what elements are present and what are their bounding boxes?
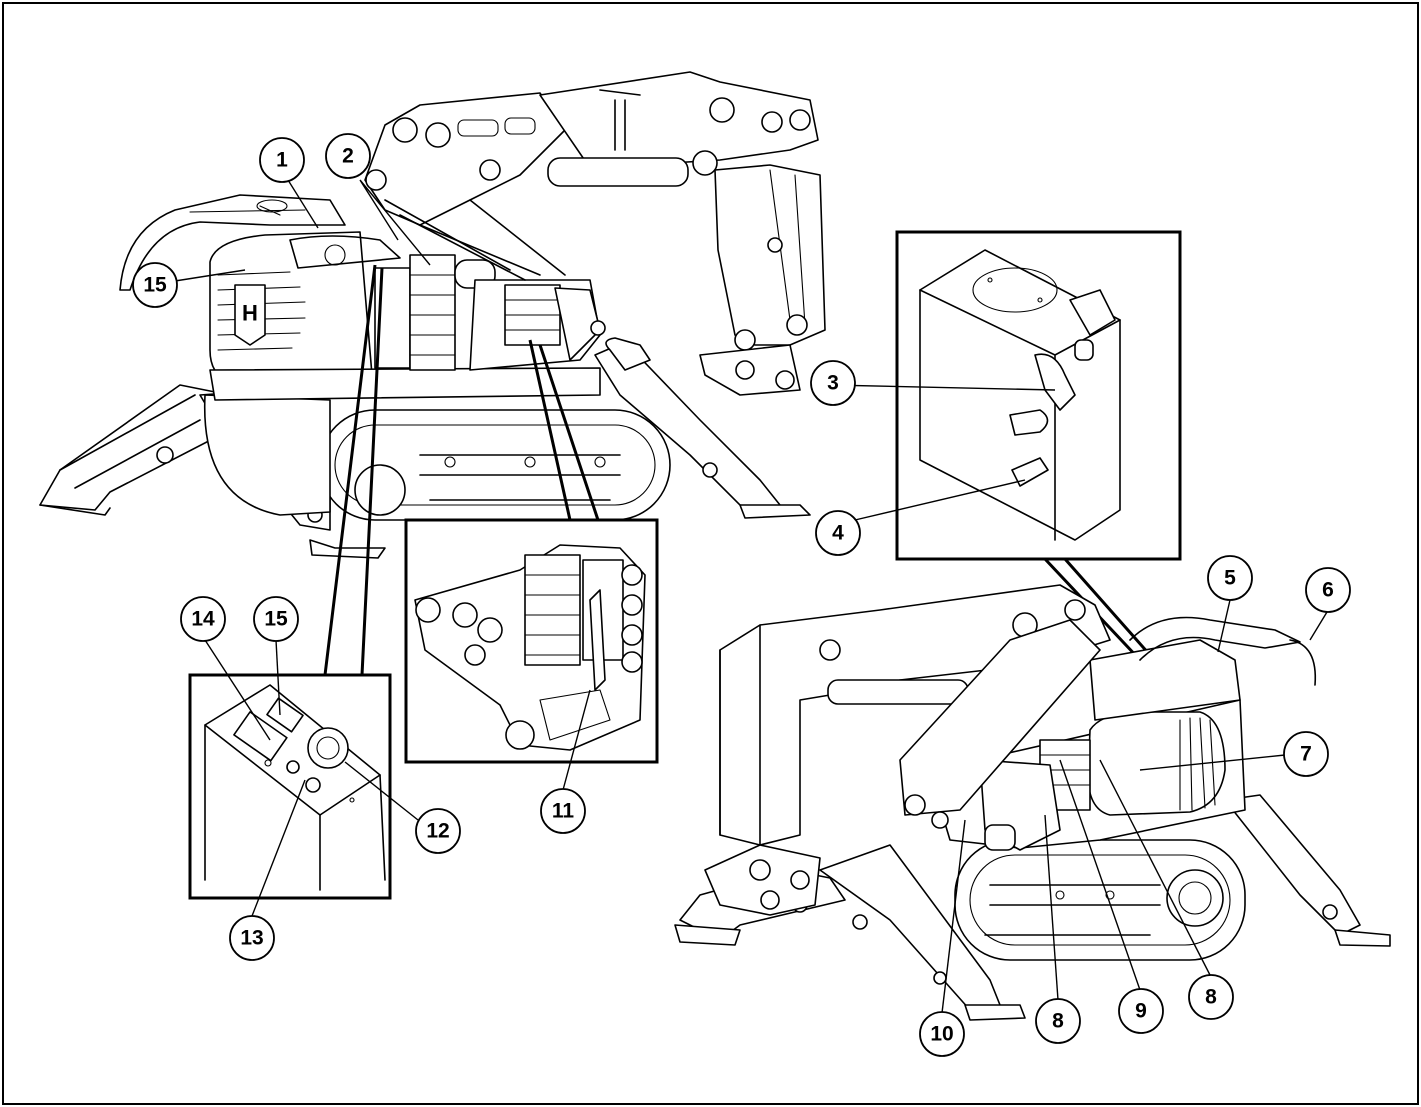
callout-6: 6 — [1305, 567, 1351, 613]
callout-5: 5 — [1207, 555, 1253, 601]
callout-label: 1 — [276, 149, 288, 172]
brand-logo-letter: H — [242, 301, 258, 326]
callout-15-panel: 15 — [253, 596, 299, 642]
callout-8-second: 8 — [1188, 974, 1234, 1020]
callout-14: 14 — [180, 596, 226, 642]
zoom-line — [528, 339, 600, 521]
callout-label: 6 — [1322, 579, 1334, 602]
callout-2: 2 — [325, 133, 371, 179]
machine-rear-view — [674, 584, 1391, 1021]
machine-front-view: H — [39, 71, 826, 559]
callout-label: 3 — [827, 372, 839, 395]
callout-label: 13 — [240, 927, 263, 950]
callout-8: 8 — [1035, 998, 1081, 1044]
callout-1: 1 — [259, 137, 305, 183]
callout-label: 9 — [1135, 1000, 1147, 1023]
callout-10: 10 — [919, 1011, 965, 1057]
callout-label: 2 — [342, 145, 354, 168]
callout-label: 12 — [426, 820, 449, 843]
callout-12: 12 — [415, 808, 461, 854]
tank-detail-inset — [895, 230, 1182, 561]
callout-label: 5 — [1224, 567, 1236, 590]
callout-label: 10 — [930, 1023, 953, 1046]
callout-9: 9 — [1118, 988, 1164, 1034]
control-panel-detail-inset — [188, 673, 392, 900]
callout-label: 15 — [264, 608, 288, 631]
callout-4: 4 — [815, 510, 861, 556]
callout-11: 11 — [540, 788, 586, 834]
callout-label: 7 — [1300, 743, 1312, 766]
leader-lines — [174, 179, 1328, 1014]
callout-label: 8 — [1205, 986, 1217, 1009]
callout-label: 8 — [1052, 1010, 1064, 1033]
callout-label: 11 — [552, 800, 575, 823]
callout-13: 13 — [229, 915, 275, 961]
callout-label: 15 — [143, 274, 167, 297]
callout-label: 4 — [832, 522, 844, 545]
callout-3: 3 — [810, 360, 856, 406]
zoom-line — [323, 264, 384, 676]
callout-15-machine: 15 — [132, 262, 178, 308]
valve-block-detail-inset — [404, 518, 659, 764]
callout-label: 14 — [191, 608, 215, 631]
callout-7: 7 — [1283, 731, 1329, 777]
